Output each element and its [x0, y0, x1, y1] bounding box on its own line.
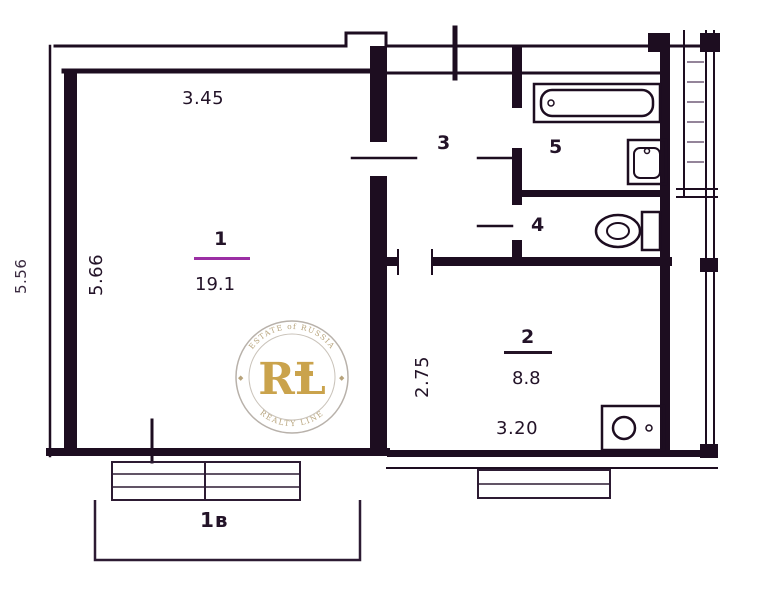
- balcony-label: 1в: [200, 508, 229, 532]
- room2-area-label: 8.8: [512, 368, 541, 389]
- washbasin-icon: [626, 138, 668, 186]
- kitchen-sink-icon: [600, 404, 666, 452]
- room5-number-label: 5: [549, 136, 563, 158]
- adjacent-structure: [648, 30, 720, 458]
- balcony-outline: [93, 500, 362, 562]
- watermark-left-mark: ◆: [238, 374, 244, 382]
- walls: [46, 25, 718, 469]
- bathtub-icon: [532, 82, 662, 124]
- dimension-room2-height: 2.75: [412, 355, 433, 398]
- watermark-inner-ring: [248, 333, 336, 421]
- watermark-initials: RL: [258, 354, 326, 405]
- toilet-icon: [594, 210, 662, 252]
- initials-l-bar: [295, 371, 313, 376]
- dimension-room2-width: 3.20: [496, 418, 539, 439]
- room4-number-label: 4: [531, 214, 545, 236]
- windows: [111, 461, 611, 501]
- watermark-right-mark: ◆: [339, 374, 345, 382]
- hatch-marks: [687, 61, 704, 163]
- watermark-logo: ESTATE of RUSSIA REALTY LINE RL ◆ ◆: [232, 317, 352, 437]
- dimension-room1-width: 3.45: [182, 88, 225, 109]
- room1-area-label: 19.1: [195, 274, 236, 295]
- room2-number-label: 2: [521, 326, 535, 348]
- room3-number-label: 3: [437, 132, 451, 154]
- dimension-outer-left: 5.56: [12, 258, 30, 294]
- room2-underline: [504, 351, 552, 354]
- dimension-room1-height: 5.66: [86, 253, 107, 296]
- room1-number-label: 1: [214, 228, 228, 250]
- room1-underline: [194, 257, 250, 260]
- watermark-outer-ring: [235, 320, 349, 434]
